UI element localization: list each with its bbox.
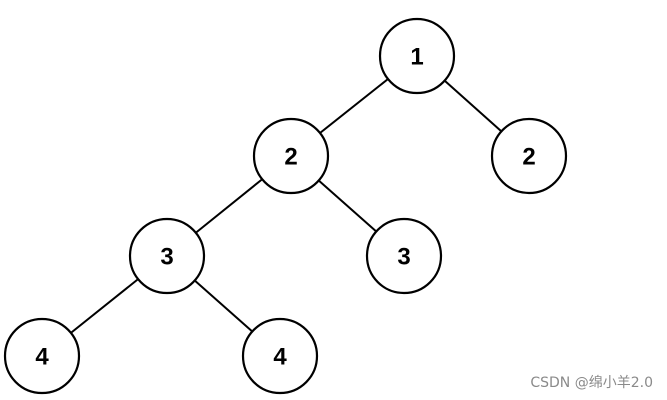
tree-node-label: 3 (160, 244, 173, 271)
tree-node-n3: 2 (490, 117, 568, 195)
tree-node-n2: 2 (252, 117, 330, 195)
tree-node-label: 1 (410, 44, 423, 71)
tree-node-circle (241, 317, 319, 395)
tree-edge-n4-n6 (70, 278, 139, 334)
tree-edge-n2-n4 (195, 178, 263, 234)
tree-node-circle (490, 117, 568, 195)
tree-node-n1: 1 (378, 17, 456, 95)
tree-node-label: 4 (273, 344, 287, 371)
tree-node-circle (252, 117, 330, 195)
tree-edge-n1-n2 (319, 78, 389, 134)
tree-node-label: 4 (35, 344, 49, 371)
tree-node-label: 2 (284, 144, 297, 171)
tree-node-n6: 4 (3, 317, 81, 395)
tree-node-label: 2 (522, 144, 535, 171)
tree-edges (70, 78, 503, 334)
tree-edge-n1-n3 (443, 79, 503, 133)
tree-node-circle (365, 217, 443, 295)
tree-node-n7: 4 (241, 317, 319, 395)
tree-node-n4: 3 (128, 217, 206, 295)
tree-edge-n2-n5 (318, 179, 377, 233)
tree-node-label: 3 (397, 244, 410, 271)
tree-nodes: 1 2 2 3 3 4 4 (3, 17, 568, 395)
tree-node-circle (3, 317, 81, 395)
tree-node-circle (378, 17, 456, 95)
tree-node-circle (128, 217, 206, 295)
csdn-watermark: CSDN @绵小羊2.0 (530, 375, 653, 391)
tree-node-n5: 3 (365, 217, 443, 295)
tree-edge-n4-n7 (194, 279, 253, 333)
